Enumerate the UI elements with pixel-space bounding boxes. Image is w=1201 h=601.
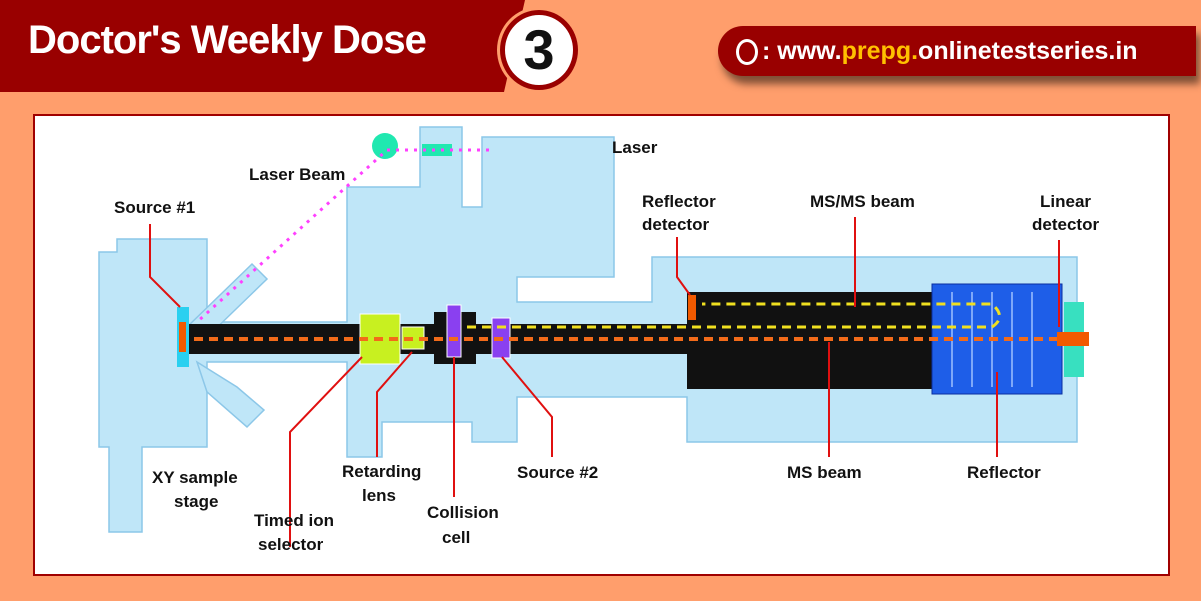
label-xy-stage-2: stage	[174, 492, 218, 511]
source1-target	[179, 322, 186, 352]
laser-beam-path	[195, 148, 489, 324]
label-reflector-detector-2: detector	[642, 215, 709, 234]
page-title: Doctor's Weekly Dose	[28, 18, 427, 62]
label-linear-detector-2: detector	[1032, 215, 1099, 234]
header-banner	[0, 0, 525, 92]
label-source2: Source #2	[517, 463, 598, 482]
url-highlight: prepg.	[841, 37, 919, 65]
laser-window	[422, 144, 452, 156]
url-prefix: : www.	[762, 37, 842, 65]
linear-detector-plate	[1057, 332, 1089, 346]
diagram-frame: Laser Laser Beam Source #1 Reflector det…	[33, 114, 1170, 576]
label-laser-beam: Laser Beam	[249, 165, 345, 184]
issue-number-badge: 3	[500, 10, 578, 90]
label-xy-stage: XY sample	[152, 468, 238, 487]
url-suffix: onlinetestseries.in	[918, 37, 1138, 65]
msms-beam-path	[467, 302, 1001, 329]
label-laser: Laser	[612, 138, 658, 157]
label-reflector-detector: Reflector	[642, 192, 716, 211]
mass-spectrometer-diagram: Laser Laser Beam Source #1 Reflector det…	[98, 126, 1099, 554]
label-source1: Source #1	[114, 198, 195, 217]
label-collision-2: cell	[442, 528, 470, 547]
label-linear-detector: Linear	[1040, 192, 1091, 211]
collision-cell	[446, 304, 462, 358]
label-reflector: Reflector	[967, 463, 1041, 482]
label-ms-beam: MS beam	[787, 463, 862, 482]
mouse-icon	[736, 39, 758, 66]
reflector-detector	[688, 295, 696, 320]
label-timed-ion-2: selector	[258, 535, 324, 554]
label-retarding-2: lens	[362, 486, 396, 505]
website-banner[interactable]: : www.prepg.onlinetestseries.in	[718, 26, 1196, 76]
label-collision: Collision	[427, 503, 499, 522]
label-timed-ion: Timed ion	[254, 511, 334, 530]
label-msms-beam: MS/MS beam	[810, 192, 915, 211]
laser-mirror	[372, 133, 398, 159]
label-retarding: Retarding	[342, 462, 421, 481]
leader-lines	[149, 217, 1060, 547]
